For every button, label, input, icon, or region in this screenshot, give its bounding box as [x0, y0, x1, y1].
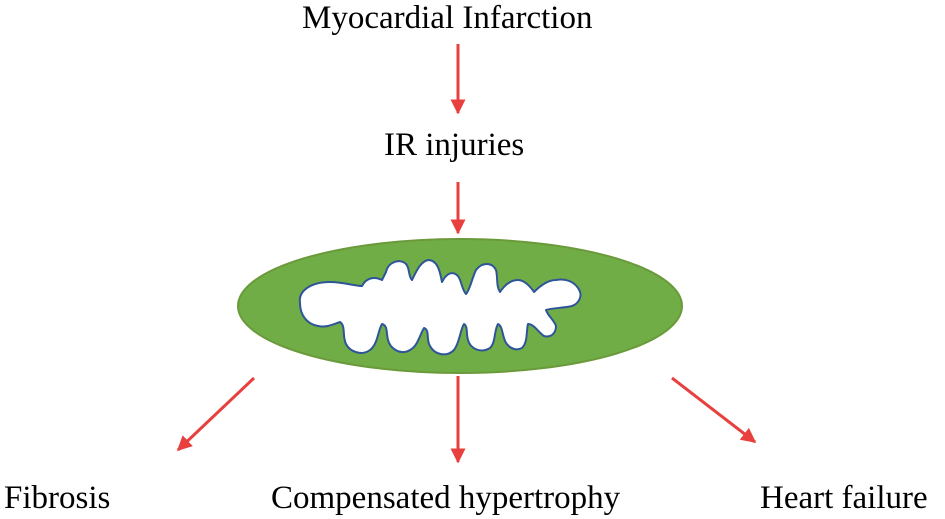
node-fibrosis: Fibrosis	[4, 480, 111, 516]
mitochondrion-cristae	[298, 259, 582, 356]
node-compensated-hypertrophy: Compensated hypertrophy	[271, 480, 621, 516]
arrow-to-fibrosis	[176, 376, 256, 452]
mitochondrion-icon	[237, 238, 683, 374]
arrow-to-heart-failure	[671, 376, 757, 444]
node-myocardial-infarction: Myocardial Infarction	[302, 0, 593, 36]
node-heart-failure: Heart failure	[760, 480, 928, 516]
node-ir-injuries: IR injuries	[384, 127, 525, 163]
